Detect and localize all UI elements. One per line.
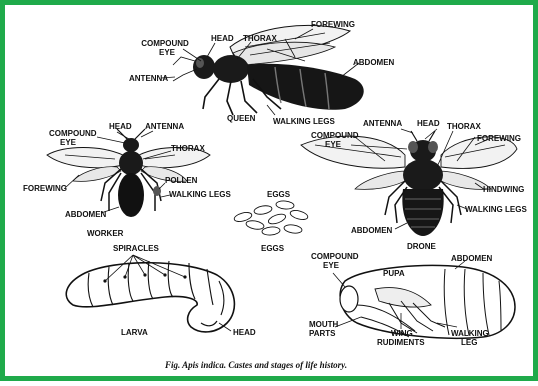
worker-leader-head [117, 132, 129, 139]
drone-compound-eye-left [408, 141, 418, 153]
worker-forewing-label: FOREWING [23, 184, 67, 193]
eggs-top-label: EGGS [267, 190, 291, 199]
queen-leader-head [207, 43, 215, 57]
drone-abdomen [402, 189, 443, 236]
pupa-leader-eye [333, 273, 345, 287]
pupa-compound-eye-label: COMPOUNDEYE [311, 252, 359, 270]
apis-indica-figure: COMPOUNDEYE HEAD THORAX FOREWING ANTENNA… [5, 5, 538, 386]
worker-abdomen-label: ABDOMEN [65, 210, 107, 219]
egg [262, 226, 281, 236]
larva-title: LARVA [121, 328, 148, 337]
drone-hindwing-label: HINDWING [483, 185, 524, 194]
worker-thorax-label: THORAX [171, 144, 205, 153]
egg [253, 204, 272, 215]
queen-compound-eye-label: COMPOUNDEYE [141, 39, 189, 57]
worker-antenna-label: ANTENNA [145, 122, 184, 131]
egg [267, 212, 287, 226]
queen-abdomen-label: ABDOMEN [353, 58, 395, 67]
drone-left-forewing [301, 136, 405, 168]
queen-forewing-label: FOREWING [311, 20, 355, 29]
pupa-illustration [333, 261, 515, 338]
worker-compound-eye-label: COMPOUNDEYE [49, 129, 97, 147]
worker-thorax [119, 151, 143, 175]
pupa-mouth-parts-label: MOUTHPARTS [309, 320, 339, 338]
queen-leader-legs [267, 105, 275, 115]
worker-head [123, 138, 139, 152]
egg [245, 219, 264, 230]
larva-head-label: HEAD [233, 328, 256, 337]
queen-walking-legs-label: WALKING LEGS [273, 117, 335, 126]
drone-thorax-label: THORAX [447, 122, 481, 131]
drone-thorax [403, 159, 443, 191]
drone-walking-legs-label: WALKING LEGS [465, 205, 527, 214]
larva-body [66, 263, 234, 332]
queen-antenna-label: ANTENNA [129, 74, 168, 83]
pupa-compound-eye [340, 286, 358, 312]
queen-thorax-label: THORAX [243, 34, 277, 43]
larva-illustration [66, 255, 234, 332]
egg [276, 200, 295, 210]
eggs-title: EGGS [261, 244, 285, 253]
worker-head-label: HEAD [109, 122, 132, 131]
egg [284, 224, 303, 234]
drone-head-label: HEAD [417, 119, 440, 128]
drone-antenna [411, 131, 435, 141]
drone-forewing-label: FOREWING [477, 134, 521, 143]
pupa-title: PUPA [383, 269, 405, 278]
queen-title: QUEEN [227, 114, 256, 123]
worker-abdomen [118, 173, 144, 217]
drone-antenna-label: ANTENNA [363, 119, 402, 128]
drone-abdomen-label: ABDOMEN [351, 226, 393, 235]
worker-left-forewing [47, 148, 123, 168]
worker-walking-legs-label: WALKING LEGS [169, 190, 231, 199]
worker-pollen [153, 186, 161, 196]
worker-left-hindwing [73, 167, 121, 182]
drone-leader-abdomen [395, 223, 407, 229]
queen-head [193, 55, 215, 79]
drone-title: DRONE [407, 242, 437, 251]
figure-caption: Fig. Apis indica. Castes and stages of l… [164, 360, 347, 370]
queen-head-label: HEAD [211, 34, 234, 43]
queen-compound-eye [196, 58, 204, 68]
queen-leader-eye [183, 49, 201, 61]
pupa-abdomen-label: ABDOMEN [451, 254, 493, 263]
worker-leader-eye [97, 137, 125, 143]
eggs-illustration [233, 200, 308, 236]
drone-left-hindwing [355, 171, 411, 189]
egg [289, 209, 308, 221]
larva-spiracles-label: SPIRACLES [113, 244, 159, 253]
worker-pollen-label: POLLEN [165, 176, 198, 185]
worker-title: WORKER [87, 229, 124, 238]
drone-compound-eye-right [428, 141, 438, 153]
